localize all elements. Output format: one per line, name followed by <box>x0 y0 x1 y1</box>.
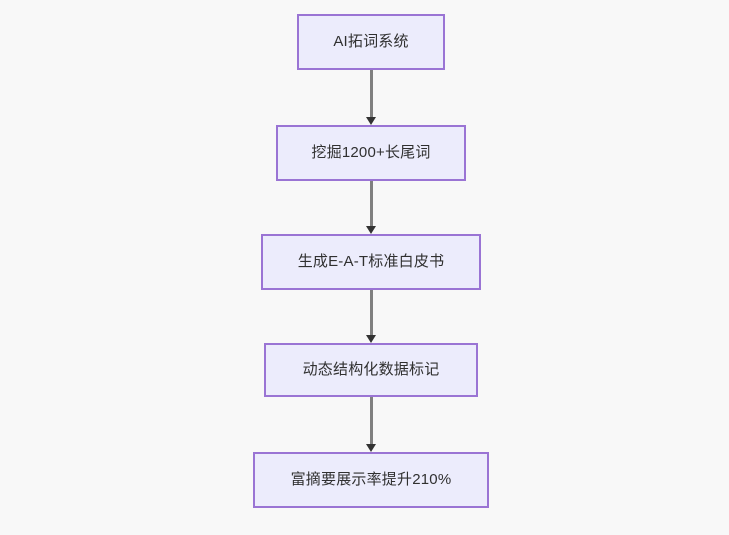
flowchart-edge-4-5-line <box>370 397 373 444</box>
flowchart-edge-4-5-arrowhead <box>366 444 376 452</box>
flowchart-node-2[interactable]: 挖掘1200+长尾词 <box>276 125 466 181</box>
flowchart-node-1[interactable]: AI拓词系统 <box>297 14 445 70</box>
flowchart-node-3[interactable]: 生成E-A-T标准白皮书 <box>261 234 481 290</box>
flowchart-node-2-label: 挖掘1200+长尾词 <box>311 144 431 161</box>
flowchart-node-5[interactable]: 富摘要展示率提升210% <box>253 452 489 508</box>
flowchart-node-5-label: 富摘要展示率提升210% <box>290 471 452 488</box>
flowchart-node-3-label: 生成E-A-T标准白皮书 <box>297 253 445 270</box>
flowchart-edge-1-2-line <box>370 70 373 117</box>
flowchart-edge-3-4-line <box>370 290 373 335</box>
flowchart-edge-2-3-line <box>370 181 373 226</box>
flowchart-node-1-label: AI拓词系统 <box>333 33 409 50</box>
flowchart-edge-2-3-arrowhead <box>366 226 376 234</box>
flowchart-node-4-label: 动态结构化数据标记 <box>302 361 440 378</box>
flowchart-edge-3-4-arrowhead <box>366 335 376 343</box>
flowchart-node-4[interactable]: 动态结构化数据标记 <box>264 343 478 397</box>
flowchart-edge-1-2-arrowhead <box>366 117 376 125</box>
